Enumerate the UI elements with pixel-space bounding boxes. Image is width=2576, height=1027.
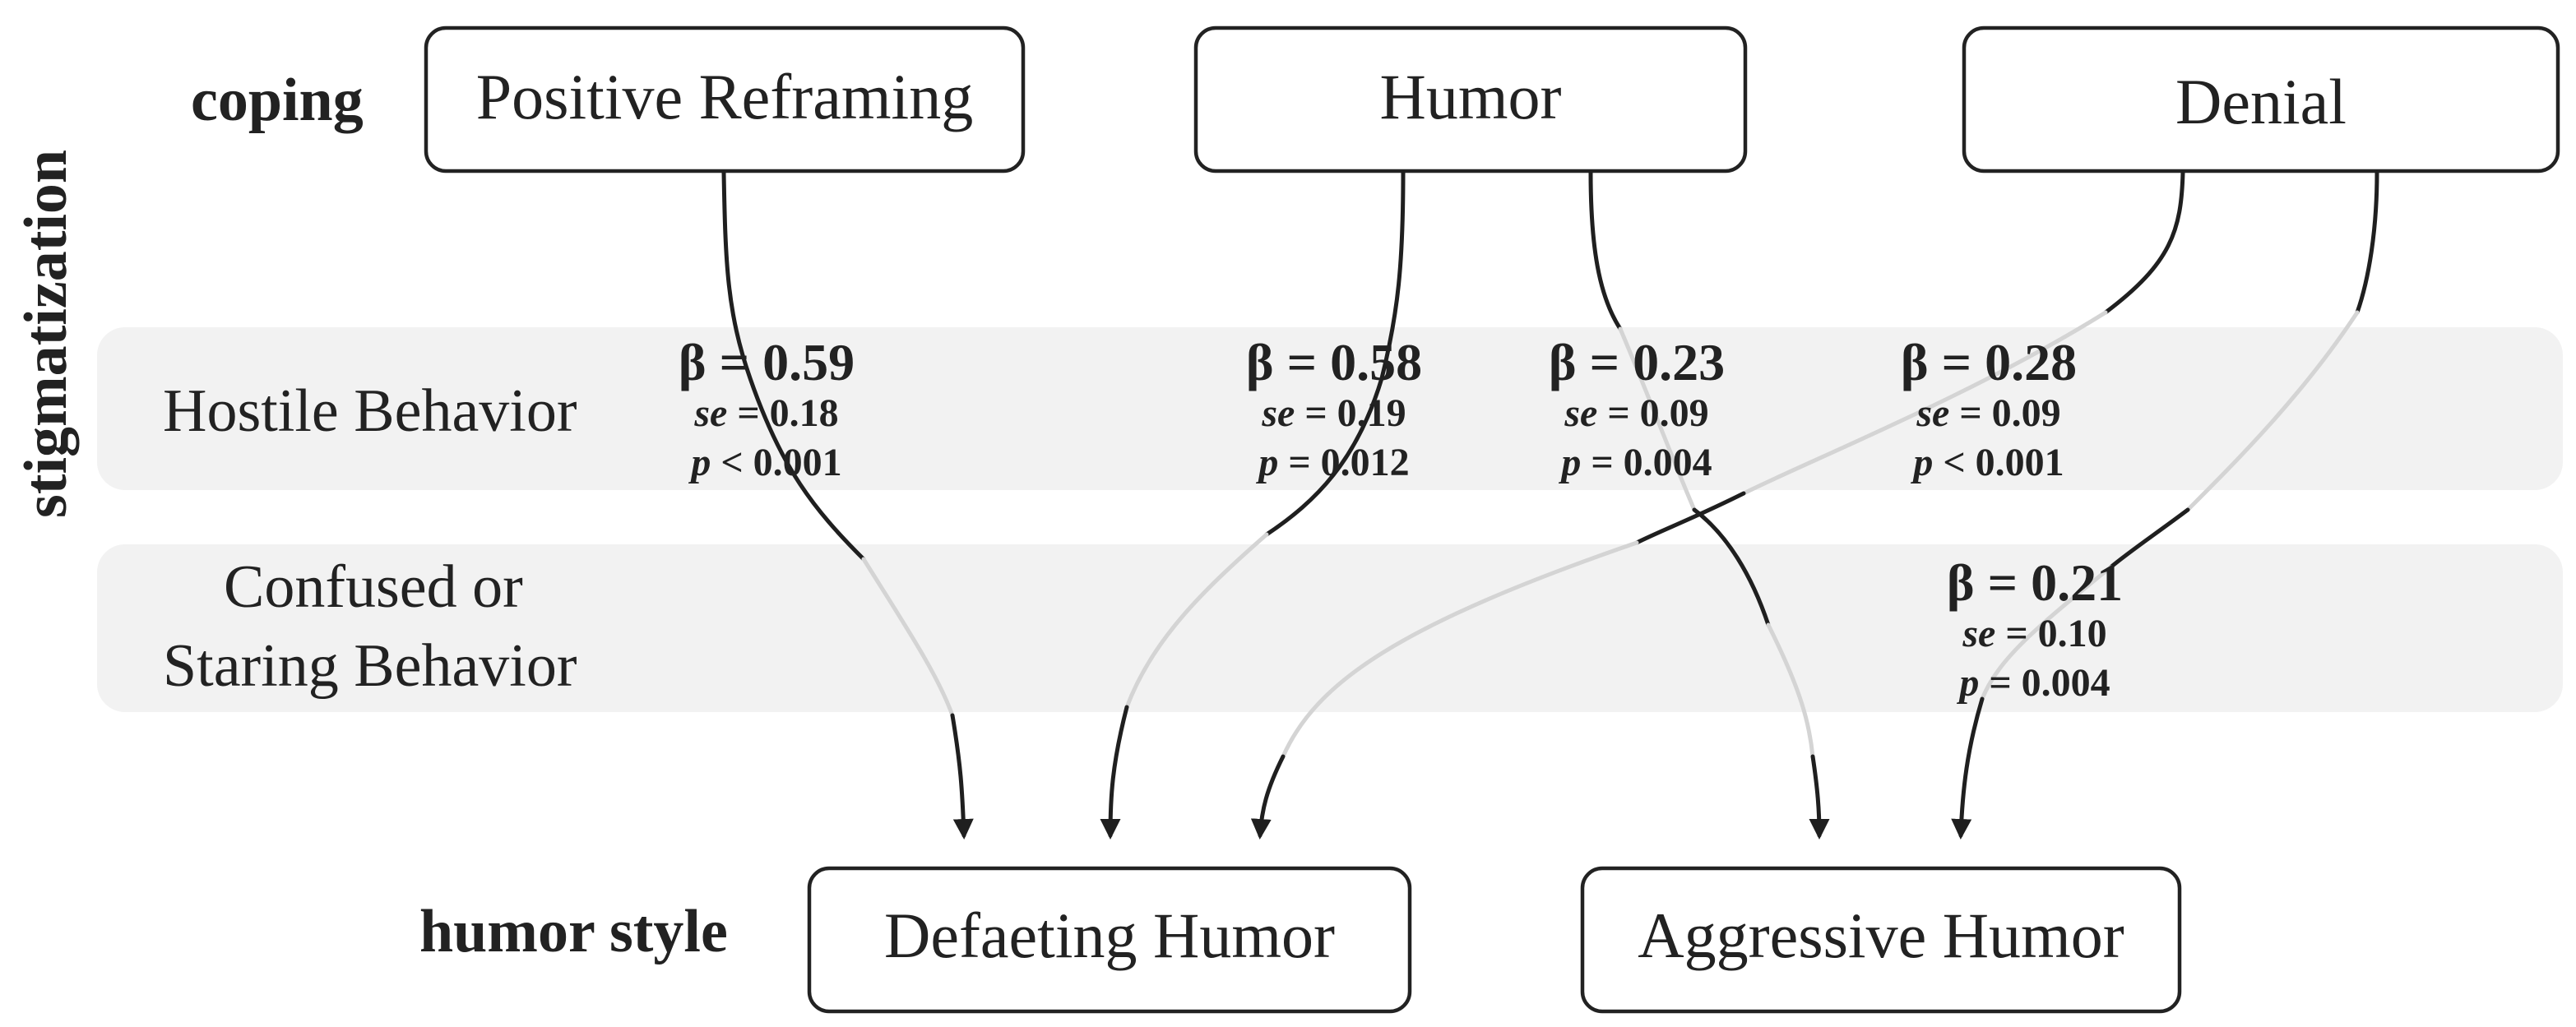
band-label-confused-line-2: Staring Behavior [163, 632, 577, 700]
se-label: se = 0.09 [1564, 391, 1708, 435]
node-defeating-humor: Defaeting Humor [807, 866, 1412, 1014]
beta-label: β = 0.28 [1901, 333, 2077, 391]
coef-positive-reframing-defeating: β = 0.59 se = 0.18 p < 0.001 [679, 333, 855, 484]
p-label: p < 0.001 [688, 441, 841, 484]
p-label: p = 0.004 [1558, 441, 1712, 484]
beta-label: β = 0.58 [1246, 333, 1422, 391]
se-label: se = 0.09 [1916, 391, 2060, 435]
p-label: p = 0.012 [1255, 441, 1409, 484]
node-label-positive-reframing: Positive Reframing [476, 61, 973, 132]
node-label-defeating-humor: Defaeting Humor [884, 900, 1335, 971]
se-label: se = 0.18 [693, 391, 838, 435]
edge-denial-to-aggressive-humor [1951, 170, 2379, 840]
node-humor: Humor [1193, 25, 1748, 173]
coef-denial-defeating: β = 0.28 se = 0.09 p < 0.001 [1901, 333, 2077, 484]
node-label-denial: Denial [2175, 66, 2347, 137]
row-label-humor-style: humor style [419, 898, 728, 965]
row-label-coping: coping [191, 67, 364, 134]
node-label-aggressive-humor: Aggressive Humor [1638, 900, 2124, 971]
band-hostile-behavior [97, 327, 2563, 490]
p-label: p = 0.004 [1956, 661, 2110, 705]
edge-positive-reframing-to-defeating-humor [721, 170, 974, 840]
beta-label: β = 0.21 [1947, 553, 2123, 612]
coef-humor-defeating: β = 0.58 se = 0.19 p = 0.012 [1246, 333, 1422, 484]
coef-denial-aggressive: β = 0.21 se = 0.10 p = 0.004 [1947, 553, 2123, 705]
band-confused-or-staring-behavior [97, 544, 2563, 712]
se-label: se = 0.10 [1962, 612, 2106, 655]
coef-humor-aggressive: β = 0.23 se = 0.09 p = 0.004 [1549, 333, 1725, 484]
edge-humor-to-defeating-humor [1100, 170, 1406, 840]
edge-denial-to-defeating-humor [1250, 170, 2185, 840]
node-aggressive-humor: Aggressive Humor [1580, 866, 2182, 1014]
se-label: se = 0.19 [1261, 391, 1406, 435]
beta-label: β = 0.23 [1549, 333, 1725, 391]
band-label-hostile-behavior: Hostile Behavior [163, 377, 577, 445]
row-label-stigmatization: stigmatization [12, 150, 80, 518]
beta-label: β = 0.59 [679, 333, 855, 391]
edge-humor-to-aggressive-humor [1588, 170, 1830, 840]
p-label: p < 0.001 [1910, 441, 2064, 484]
node-label-humor: Humor [1380, 61, 1562, 132]
node-positive-reframing: Positive Reframing [424, 25, 1026, 173]
node-denial: Denial [1962, 25, 2560, 173]
band-label-confused-line-1: Confused or [224, 553, 523, 621]
